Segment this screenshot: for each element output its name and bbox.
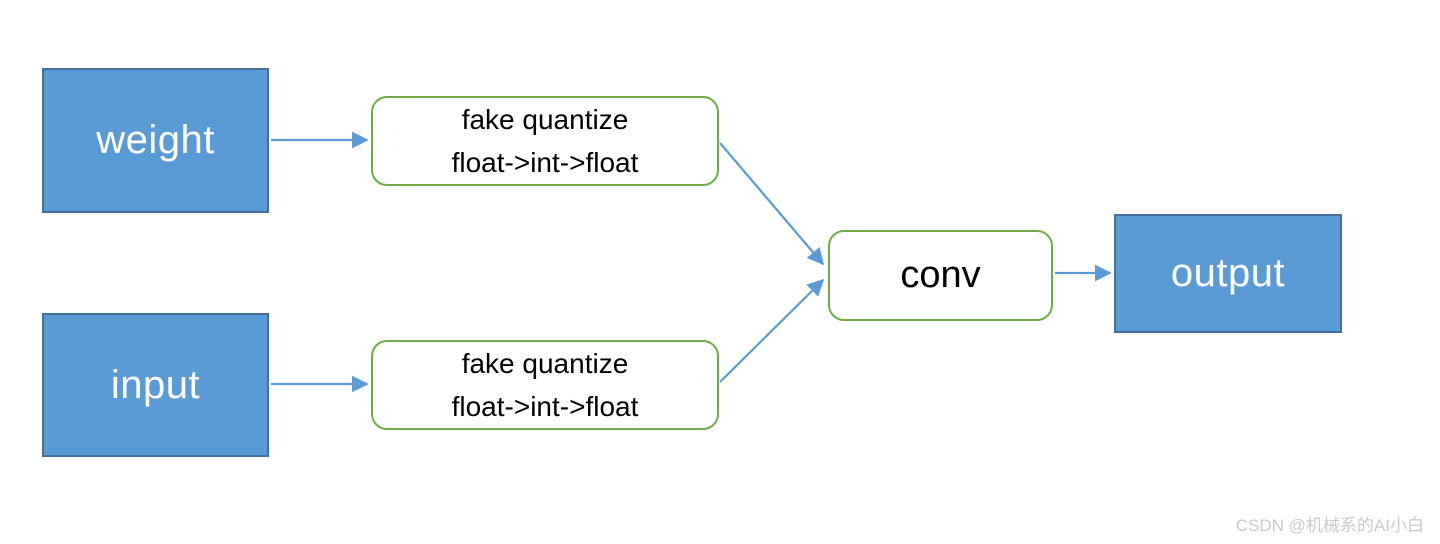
- node-fake-quantize-weight: fake quantize float->int->float: [371, 96, 719, 186]
- node-output: output: [1114, 214, 1342, 333]
- watermark: CSDN @机械系的AI小白: [1235, 516, 1424, 535]
- fake-quantize-weight-line1: fake quantize: [461, 103, 629, 135]
- node-conv-label: conv: [900, 254, 981, 296]
- edge-fake-quantize-input-to-conv: [719, 278, 825, 383]
- node-weight: weight: [42, 68, 269, 213]
- node-input: input: [42, 313, 269, 457]
- fake-quantize-input-line1: fake quantize: [461, 347, 629, 379]
- fake-quantize-input-line2: float->int->float: [451, 391, 639, 422]
- fake-quantize-weight-line2: float->int->float: [451, 147, 639, 178]
- node-input-label: input: [110, 362, 201, 407]
- node-conv: conv: [828, 230, 1053, 321]
- node-weight-label: weight: [96, 118, 215, 162]
- edge-fake-quantize-weight-to-conv: [719, 142, 825, 266]
- node-output-label: output: [1170, 251, 1286, 295]
- node-fake-quantize-input: fake quantize float->int->float: [371, 340, 719, 430]
